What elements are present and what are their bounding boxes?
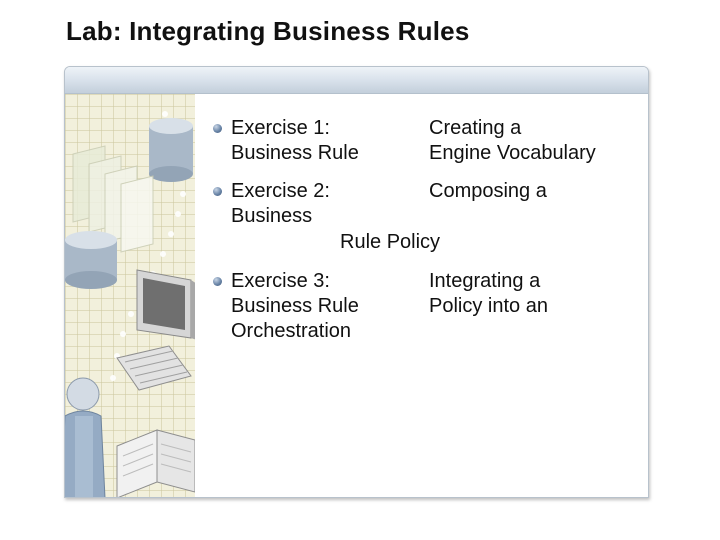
bullet-icon [213, 124, 222, 133]
slide-title: Lab: Integrating Business Rules [66, 16, 470, 46]
keyboard-icon [116, 345, 192, 391]
exercise-description-line: Engine Vocabulary [429, 142, 596, 164]
person-icon [65, 377, 106, 497]
database-icon [65, 231, 117, 289]
bullet-icon [213, 187, 222, 196]
exercise-name-line: Business Rule [231, 142, 359, 164]
exercise-name-line: Exercise 2: [231, 180, 330, 202]
exercise-description-line: Creating a [429, 117, 522, 139]
exercise-name-line: Exercise 3: [231, 270, 330, 292]
open-book-icon [116, 429, 195, 497]
exercise-name-line: Orchestration [231, 320, 352, 342]
exercise-name-line: Business Rule [231, 295, 359, 317]
illustration [65, 111, 195, 497]
exercise-description-line: Composing a [429, 180, 547, 202]
illustration-panel [65, 94, 195, 497]
exercise-name-line: Business [231, 205, 313, 227]
exercise-description-line: Rule Policy [340, 231, 441, 253]
bullet-icon [213, 277, 222, 286]
document-stack-icon [72, 145, 154, 253]
content-frame [64, 66, 649, 498]
exercise-description-line: Integrating a [429, 270, 541, 292]
database-icon [149, 118, 193, 182]
frame-header-bar [65, 67, 648, 94]
computer-monitor-icon [136, 269, 195, 340]
exercise-name-line: Exercise 1: [231, 117, 330, 139]
exercise-description-line: Policy into an [429, 295, 548, 317]
